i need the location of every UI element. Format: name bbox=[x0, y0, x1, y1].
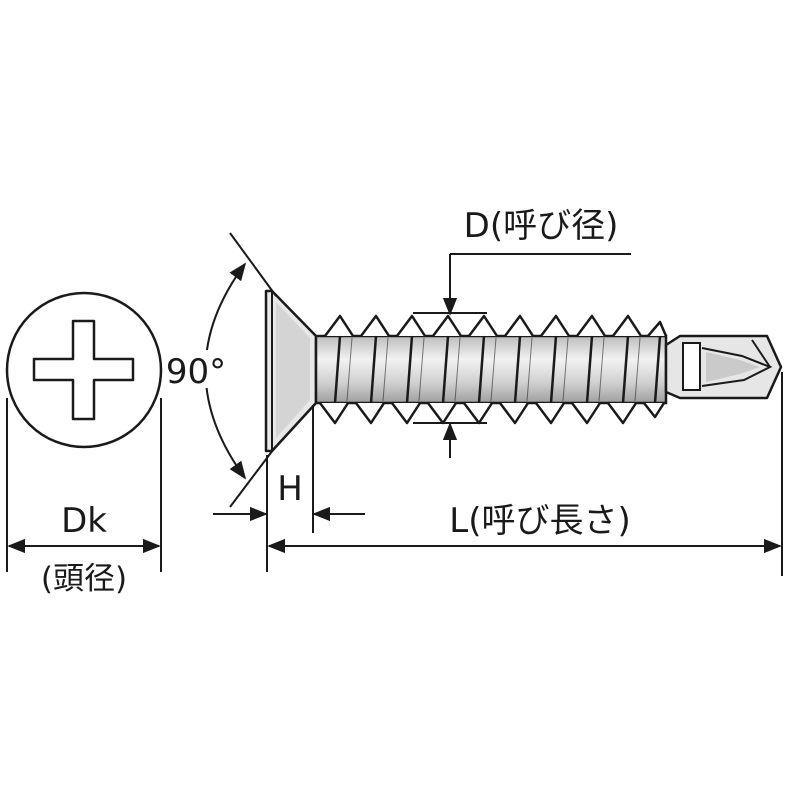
thread-helix bbox=[333, 335, 662, 404]
head-top-view bbox=[5, 291, 163, 449]
nominal-diameter-dimension: D(呼び径) bbox=[413, 206, 631, 458]
angle-label: 90° bbox=[166, 352, 226, 392]
nominal-length-dimension: L(呼び長さ) bbox=[267, 372, 783, 576]
screw-shank bbox=[314, 334, 668, 405]
head-diameter-label: Dk bbox=[61, 501, 107, 541]
phillips-cross-recess-icon bbox=[32, 319, 135, 421]
head-diameter-dimension: Dk (頭径) bbox=[6, 398, 162, 597]
head-height-label: H bbox=[277, 469, 303, 509]
nominal-diameter-label: D(呼び径) bbox=[464, 206, 619, 246]
countersunk-drill-screw-icon bbox=[264, 289, 783, 453]
head-height-dimension: H bbox=[213, 405, 365, 572]
head-diameter-note: (頭径) bbox=[41, 561, 127, 597]
head-angle-dimension: 90° bbox=[166, 232, 277, 508]
nominal-length-label: L(呼び長さ) bbox=[449, 501, 630, 541]
